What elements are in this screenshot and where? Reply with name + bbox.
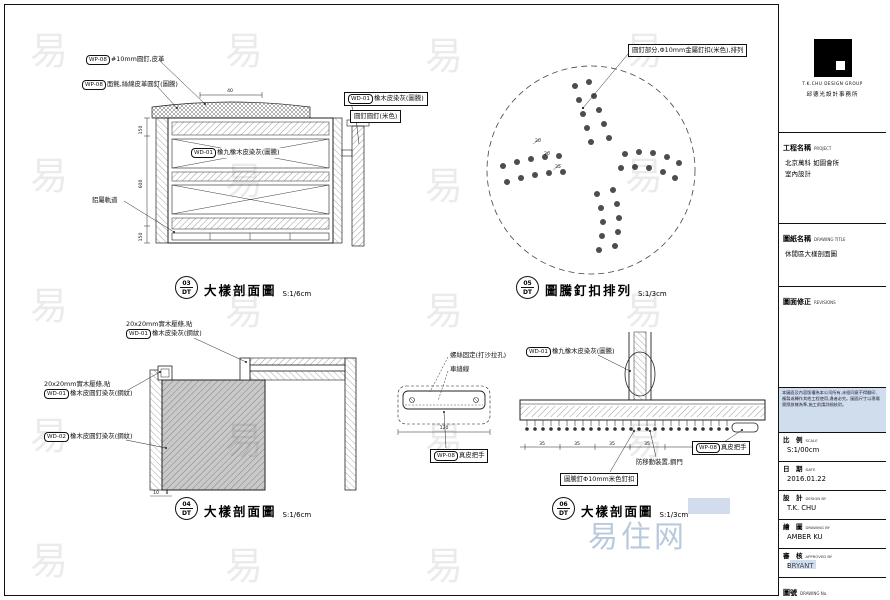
svg-text:8: 8 <box>166 490 169 496</box>
project-scope: 室內設計 <box>785 170 811 179</box>
logo-company-en: T.K.CHU DESIGN GROUP <box>802 80 863 86</box>
svg-text:35: 35 <box>644 441 650 447</box>
svg-text:150: 150 <box>138 126 144 135</box>
material-tag: WD-02 <box>44 432 69 443</box>
drawing-title-value: 休閒區大樣剖面圖 <box>785 250 837 258</box>
material-tag: WD-01 <box>126 328 151 340</box>
material-tag: WD-01 <box>191 148 216 159</box>
label-d03-nail: WP-08#10mm圓釘,皮革 <box>86 55 164 66</box>
svg-text:40: 40 <box>227 88 233 94</box>
label-d03-tacks: 圓釘圓釘(米色) <box>350 110 402 123</box>
label-d05-annotation: 圓釘部分,Φ10mm金屬釘扣(米色),排列 <box>628 44 748 57</box>
detail-title-text: 圖騰釘扣排列 <box>545 283 633 298</box>
material-tag: WP-08 <box>82 80 106 91</box>
detail-scale: S:1/6cm <box>282 511 312 519</box>
drawing-canvas: 40 150 600 150 <box>123 53 766 497</box>
company-logo: T.K.CHU DESIGN GROUP 邱德光設計事務所 <box>779 4 886 133</box>
label-handle-stitch: 車縫線 <box>450 365 470 373</box>
date-value: 2016.01.22 <box>787 475 826 483</box>
approver-name: BRYANT <box>787 562 814 570</box>
material-tag: WD-01 <box>348 94 373 105</box>
label-d06-tack: 圖騰釘Φ10mm米色釘扣 <box>560 473 639 486</box>
detail-title-text: 大樣剖面圖 <box>204 283 277 298</box>
logo-company-zh: 邱德光設計事務所 <box>806 91 859 98</box>
svg-text:35: 35 <box>574 441 580 447</box>
svg-text:20: 20 <box>544 151 550 157</box>
nail-row-group <box>525 420 729 431</box>
svg-text:20: 20 <box>535 138 541 144</box>
scale-value: S:1/00cm <box>787 446 820 454</box>
svg-text:120: 120 <box>440 425 449 431</box>
label-d03-track: 鋁屬軌道 <box>92 196 118 204</box>
material-tag: WP-08 <box>86 55 110 66</box>
tack-pattern-group <box>500 79 682 253</box>
material-tag: WP-08 <box>434 451 458 462</box>
detail-06-geometry: 35 35 35 35 <box>519 331 766 473</box>
material-tag: WP-08 <box>696 443 720 454</box>
handle-detail-geometry: 120 <box>397 356 491 449</box>
drafter-name: AMBER KU <box>787 533 823 541</box>
svg-text:35: 35 <box>609 441 615 447</box>
svg-text:600: 600 <box>138 180 144 189</box>
detail-title-text: 大樣剖面圖 <box>204 504 277 519</box>
designer-name: T.K. CHU <box>787 504 817 512</box>
svg-text:10: 10 <box>153 490 159 496</box>
svg-text:35: 35 <box>539 441 545 447</box>
material-tag: WD-01 <box>44 388 69 400</box>
project-name: 北京萬科 如園會所 <box>785 159 840 167</box>
detail-04-geometry: 10 8 <box>125 337 357 497</box>
detail-scale: S:1/6cm <box>282 290 312 298</box>
detail-03-geometry: 40 150 600 150 <box>123 60 370 247</box>
svg-text:150: 150 <box>138 233 144 242</box>
copyright-notice: 本圖面及內容版權為本公司所有,未經同意不得翻印、複製或轉作其他工程使用,違者必究… <box>779 388 886 433</box>
detail-title-text: 大樣剖面圖 <box>581 504 654 519</box>
detail-05-geometry: 20 20 35 <box>486 53 696 275</box>
detail-scale: S:1/3cm <box>638 290 667 298</box>
detail-scale: S:1/3cm <box>659 511 689 519</box>
label-handle-screw: 螺絲固定(打沙拉孔) <box>450 351 507 359</box>
label-d06-stopper: 防移動裝置,鋼門 <box>636 458 683 466</box>
svg-text:35: 35 <box>555 164 561 170</box>
logo-mark-icon <box>813 38 852 77</box>
material-tag: WD-01 <box>526 347 551 358</box>
